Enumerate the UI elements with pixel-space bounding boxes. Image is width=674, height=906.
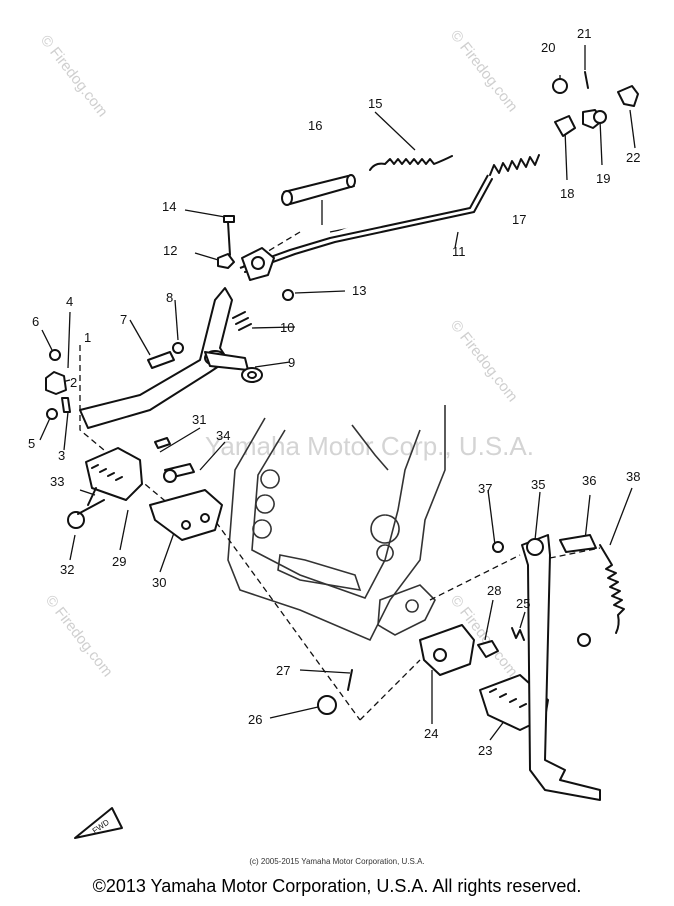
- brake-shaft: [283, 175, 355, 205]
- callout-9: 9: [288, 355, 295, 370]
- brake-rod: [239, 174, 489, 269]
- footer-copyright: ©2013 Yamaha Motor Corporation, U.S.A. A…: [92, 876, 582, 896]
- callout-25: 25: [516, 596, 530, 611]
- callout-5: 5: [28, 436, 35, 451]
- callout-29: 29: [112, 554, 126, 569]
- callout-22: 22: [626, 150, 640, 165]
- callout-13: 13: [352, 283, 366, 298]
- callout-23: 23: [478, 743, 492, 758]
- callout-33: 33: [50, 474, 64, 489]
- side-stand-spring: [599, 544, 625, 634]
- callout-26: 26: [248, 712, 262, 727]
- callout-18: 18: [560, 186, 574, 201]
- watermark-firedog: © Firedog.com: [447, 317, 521, 405]
- callout-19: 19: [596, 171, 610, 186]
- watermark-firedog: © Firedog.com: [447, 27, 521, 115]
- callout-37: 37: [478, 481, 492, 496]
- watermark-group: © Firedog.com © Firedog.com © Firedog.co…: [37, 27, 534, 680]
- callout-6: 6: [32, 314, 39, 329]
- callout-11: 11: [452, 244, 466, 259]
- callout-15: 15: [368, 96, 382, 111]
- callout-17: 17: [512, 212, 526, 227]
- callouts: 1 2 3 4 5 6 7 8 9 10 11 12 13 14 15 16 1…: [28, 26, 640, 758]
- callout-2: 2: [70, 375, 77, 390]
- callout-1: 1: [84, 330, 91, 345]
- diagram-copyright-small: (c) 2005-2015 Yamaha Motor Corporation, …: [249, 857, 425, 866]
- callout-32: 32: [60, 562, 74, 577]
- parts-diagram: © Firedog.com © Firedog.com © Firedog.co…: [28, 26, 640, 839]
- callout-36: 36: [582, 473, 596, 488]
- callout-30: 30: [152, 575, 166, 590]
- side-stand: [521, 534, 601, 801]
- frame-outline: [227, 405, 446, 642]
- callout-21: 21: [577, 26, 591, 41]
- callout-38: 38: [626, 469, 640, 484]
- callout-7: 7: [120, 312, 127, 327]
- callout-16: 16: [308, 118, 322, 133]
- callout-28: 28: [487, 583, 501, 598]
- callout-27: 27: [276, 663, 290, 678]
- parts-group: FWD: [45, 71, 639, 839]
- callout-4: 4: [66, 294, 73, 309]
- rod-clevis: [554, 115, 576, 137]
- return-spring-small: [369, 155, 453, 171]
- watermark-firedog: © Firedog.com: [37, 32, 111, 120]
- callout-31: 31: [192, 412, 206, 427]
- watermark-firedog: © Firedog.com: [42, 592, 116, 680]
- fwd-arrow-icon: [74, 807, 123, 839]
- callout-14: 14: [162, 199, 176, 214]
- callout-35: 35: [531, 477, 545, 492]
- callout-24: 24: [424, 726, 438, 741]
- callout-20: 20: [541, 40, 555, 55]
- callout-10: 10: [280, 320, 294, 335]
- callout-8: 8: [166, 290, 173, 305]
- watermark-maker: Yamaha Motor Corp., U.S.A.: [205, 431, 534, 461]
- callout-3: 3: [58, 448, 65, 463]
- brake-pedal: [79, 287, 233, 429]
- rod-spring: [489, 154, 540, 176]
- callout-34: 34: [216, 428, 230, 443]
- callout-12: 12: [163, 243, 177, 258]
